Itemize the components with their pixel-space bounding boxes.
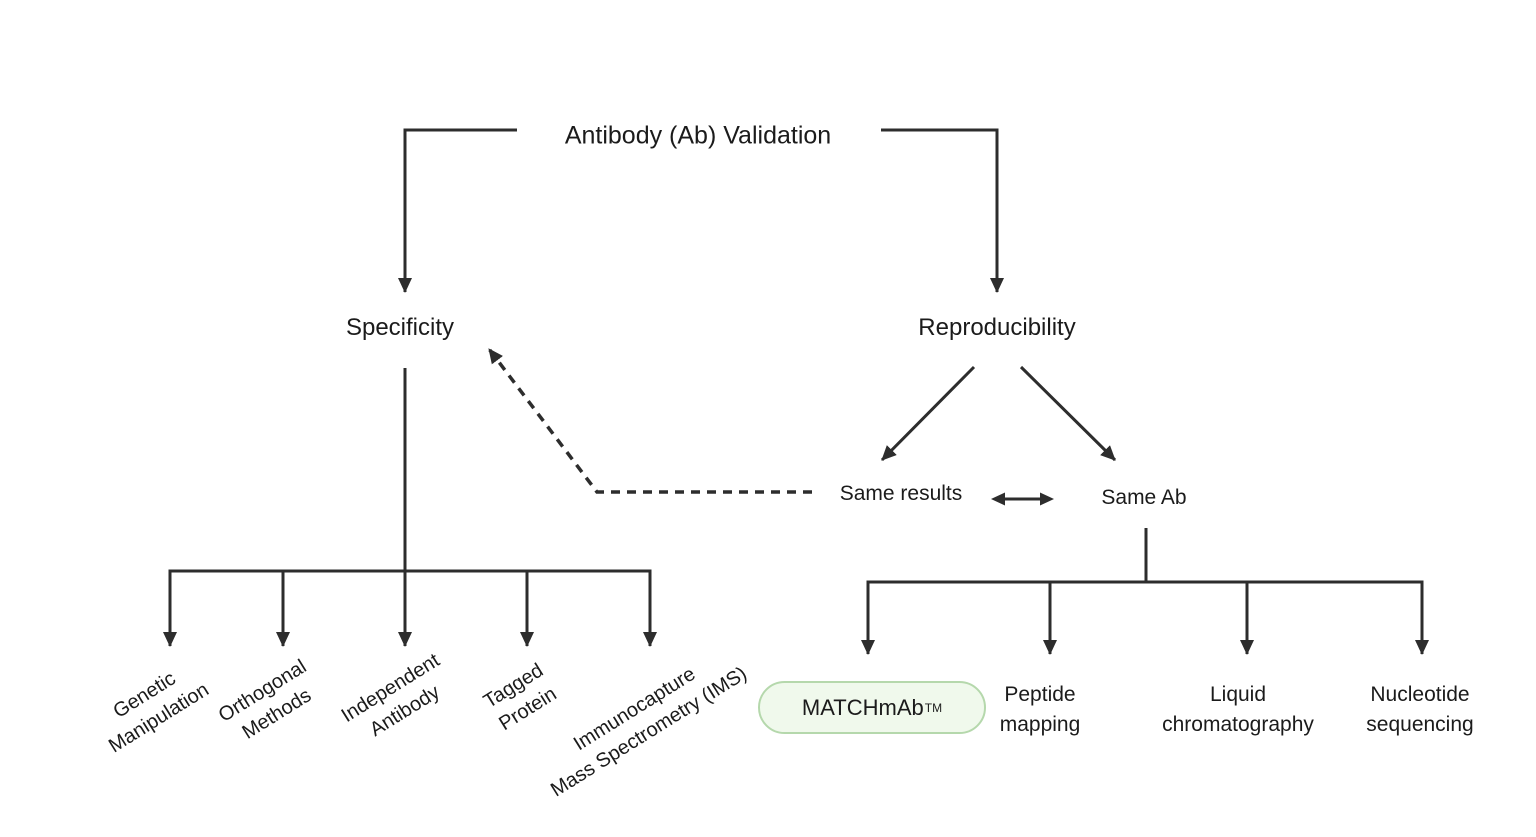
node-peptide-mapping: Peptide mapping (1000, 680, 1081, 740)
connector-root-to-reproducibility (881, 128, 1004, 293)
node-nucleotide-sequencing: Nucleotide sequencing (1366, 680, 1473, 740)
node-same-ab: Same Ab (1101, 486, 1187, 509)
matchmab-label: MATCHmAb (801, 694, 924, 720)
label-line: Peptide (1004, 683, 1076, 706)
label-line: Liquid (1209, 683, 1267, 706)
label-line: mapping (999, 713, 1081, 736)
node-same-results: Same results (839, 482, 963, 505)
trademark-superscript: TM (924, 700, 943, 715)
node-liquid-chromatography: Liquid chromatography (1162, 680, 1314, 740)
reproducibility-to-same-ab-arrow (1019, 365, 1117, 462)
reproducibility-to-same-results-arrow (880, 365, 976, 462)
label-line: sequencing (1366, 713, 1474, 736)
double-arrow-left-head (991, 492, 1005, 506)
node-reproducibility: Reproducibility (918, 314, 1076, 341)
double-arrow-right-head (1040, 492, 1054, 506)
same-results-to-specificity-dashed-arrow (487, 347, 812, 494)
node-antibody-validation: Antibody (Ab) Validation (564, 121, 832, 150)
node-specificity: Specificity (345, 314, 455, 341)
label-line: Nucleotide (1370, 683, 1470, 706)
connector-root-to-specificity (398, 128, 517, 293)
label-line: chromatography (1162, 713, 1314, 736)
